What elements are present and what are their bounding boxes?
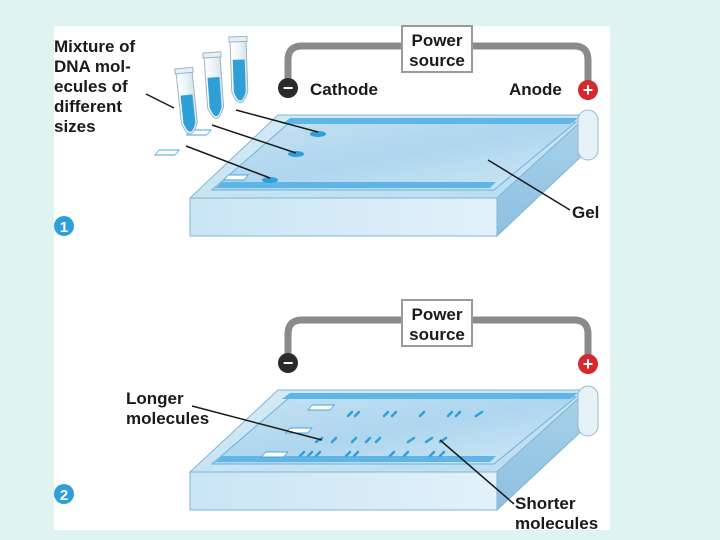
mixture-leader-line [145, 93, 175, 109]
step-1-number: 1 [60, 219, 68, 236]
panel-1: Power source − + Cathode Anode [54, 25, 599, 238]
cathode-label: Cathode [310, 80, 378, 99]
dna-solution [232, 59, 246, 101]
dna-band [382, 410, 390, 418]
dna-band [298, 450, 306, 458]
dna-band [314, 436, 324, 444]
dna-band [344, 450, 352, 458]
cathode-wire [284, 42, 408, 92]
anode-wire [467, 316, 592, 366]
dna-band [454, 410, 462, 418]
dna-band [364, 436, 372, 444]
dna-band [330, 436, 338, 444]
tube-arrow [185, 145, 271, 179]
dna-band [306, 450, 314, 458]
cathode-wire [284, 316, 408, 366]
shorter-molecules-label-line1: Shorter [515, 494, 576, 513]
gel-slab [210, 396, 578, 465]
well [223, 174, 250, 181]
buffer-strip-back [282, 393, 578, 399]
step-1-badge [54, 216, 74, 236]
longer-molecules-label-line2: molecules [126, 409, 209, 428]
well [260, 451, 289, 458]
cathode-terminal [278, 353, 298, 373]
power-source-label-line1: Power [411, 305, 462, 324]
dna-band [352, 450, 360, 458]
anode-label: Anode [509, 80, 562, 99]
dna-band [474, 410, 484, 418]
gel-label: Gel [572, 203, 599, 222]
dna-band [424, 436, 434, 444]
power-source-label-line1: Power [411, 31, 462, 50]
dna-band [418, 410, 426, 418]
dna-sample [262, 177, 278, 183]
dna-band [438, 450, 446, 458]
anode-wire [467, 42, 592, 92]
gel-leader-line [487, 159, 571, 211]
dna-band [390, 410, 398, 418]
power-source-box [401, 299, 473, 347]
power-source-box [401, 25, 473, 73]
shorter-molecules-leader [439, 439, 515, 505]
tray-front [189, 197, 498, 237]
mixture-label-line3: ecules of [54, 77, 128, 96]
gel-slab [210, 121, 578, 191]
well [307, 404, 336, 411]
mixture-label-line5: sizes [54, 117, 96, 136]
mixture-label-line4: different [54, 97, 122, 116]
dna-sample [288, 151, 304, 157]
dna-sample [310, 131, 326, 137]
panel-2: Power source [54, 299, 599, 533]
power-source-label-line2: source [409, 325, 465, 344]
longer-molecules-leader [191, 405, 323, 441]
tube-arrow [235, 109, 319, 133]
tube-arrow [211, 124, 297, 154]
dna-band [350, 436, 358, 444]
dna-solution [207, 76, 222, 117]
dna-band [428, 450, 436, 458]
anode-electrode [577, 109, 599, 161]
mixture-label-line2: DNA mol- [54, 57, 131, 76]
buffer-strip-front [216, 182, 496, 188]
dna-band [374, 436, 382, 444]
well [154, 149, 181, 156]
longer-molecules-label-line1: Longer [126, 389, 184, 408]
step-2-badge [54, 484, 74, 504]
dna-band [388, 450, 396, 458]
shorter-molecules-label-line2: molecules [515, 514, 598, 533]
dna-solution [180, 94, 196, 132]
dna-band [314, 450, 322, 458]
cathode-minus-symbol: − [283, 78, 294, 98]
step-2-number: 2 [60, 487, 68, 504]
dna-band [406, 436, 416, 444]
anode-terminal [578, 354, 598, 374]
dna-band [353, 410, 361, 418]
dna-band [446, 410, 454, 418]
anode-plus-symbol: + [583, 354, 594, 374]
mixture-label-line1: Mixture of [54, 37, 136, 56]
cathode-minus-symbol: − [283, 353, 294, 373]
power-source-label-line2: source [409, 51, 465, 70]
anode-electrode [577, 385, 599, 437]
dna-band [402, 450, 410, 458]
dna-band [346, 410, 354, 418]
tray-front [189, 471, 498, 511]
buffer-strip-back [282, 118, 578, 124]
cathode-terminal [278, 78, 298, 98]
anode-terminal [578, 80, 598, 100]
anode-plus-symbol: + [583, 80, 594, 100]
buffer-strip-front [216, 456, 496, 462]
test-tubes [174, 35, 249, 135]
dna-bands [298, 410, 484, 458]
